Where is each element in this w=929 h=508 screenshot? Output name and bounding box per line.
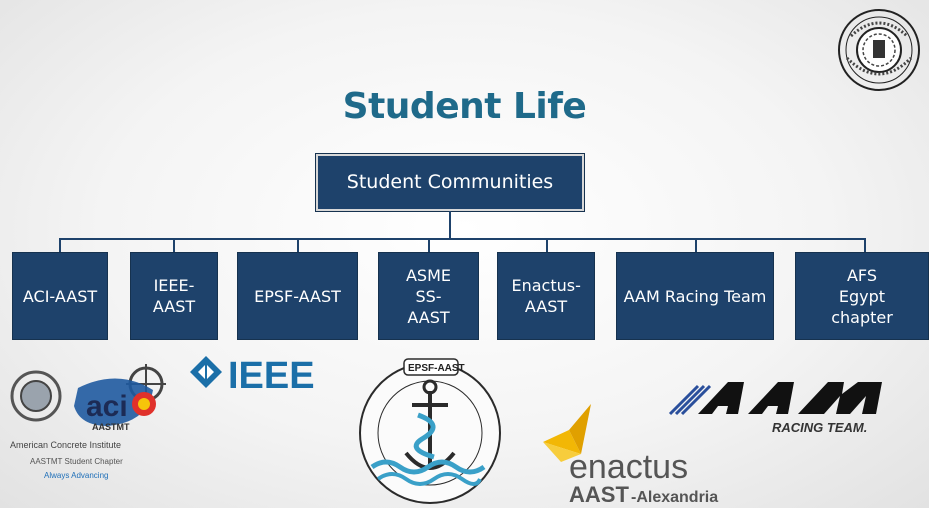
connector-afs <box>864 238 866 252</box>
aci-logo: aci AASTMT American Concrete Institute A… <box>10 364 166 480</box>
aci-motto-text: Always Advancing <box>44 471 108 480</box>
university-seal-logo <box>838 9 920 91</box>
ieee-logo: IEEE <box>190 355 315 396</box>
ieee-logo-text: IEEE <box>228 355 315 396</box>
connector-enactus <box>546 238 548 252</box>
aci-full-name-text: American Concrete Institute <box>10 440 121 450</box>
node-aam-racing-team: AAM Racing Team <box>616 252 774 340</box>
connector-vertical-root <box>449 211 451 239</box>
node-afs-egypt-chapter: AFS Egypt chapter <box>795 252 929 340</box>
aci-chapter-text: AASTMT Student Chapter <box>30 457 123 466</box>
enactus-aast-text: AAST <box>569 482 629 506</box>
aam-tagline-text: RACING TEAM. <box>772 420 867 435</box>
node-ieee-aast: IEEE-AAST <box>130 252 218 340</box>
enactus-city-text: -Alexandria <box>631 489 718 506</box>
aci-top-text: AASTMT <box>92 422 130 432</box>
aci-logo-text: aci <box>86 390 128 423</box>
node-asme-ss-aast: ASME SS-AAST <box>378 252 479 340</box>
enactus-logo: enactus AAST -Alexandria <box>543 404 718 506</box>
enactus-logo-text: enactus <box>569 448 688 486</box>
connector-epsf <box>297 238 299 252</box>
root-node-student-communities: Student Communities <box>316 154 584 211</box>
connector-aci <box>59 238 61 252</box>
page-title: Student Life <box>342 86 587 127</box>
epsf-logo-text: EPSF-AAST <box>408 363 465 374</box>
connector-ieee <box>173 238 175 252</box>
node-enactus-aast: Enactus-AAST <box>497 252 595 340</box>
epsf-logo: EPSF-AAST <box>359 358 501 504</box>
node-aci-aast: ACI-AAST <box>12 252 108 340</box>
connector-aam <box>695 238 697 252</box>
connector-asme <box>428 238 430 252</box>
connector-horizontal <box>59 238 865 240</box>
node-epsf-aast: EPSF-AAST <box>237 252 358 340</box>
aam-racing-logo: RACING TEAM. <box>668 382 882 435</box>
